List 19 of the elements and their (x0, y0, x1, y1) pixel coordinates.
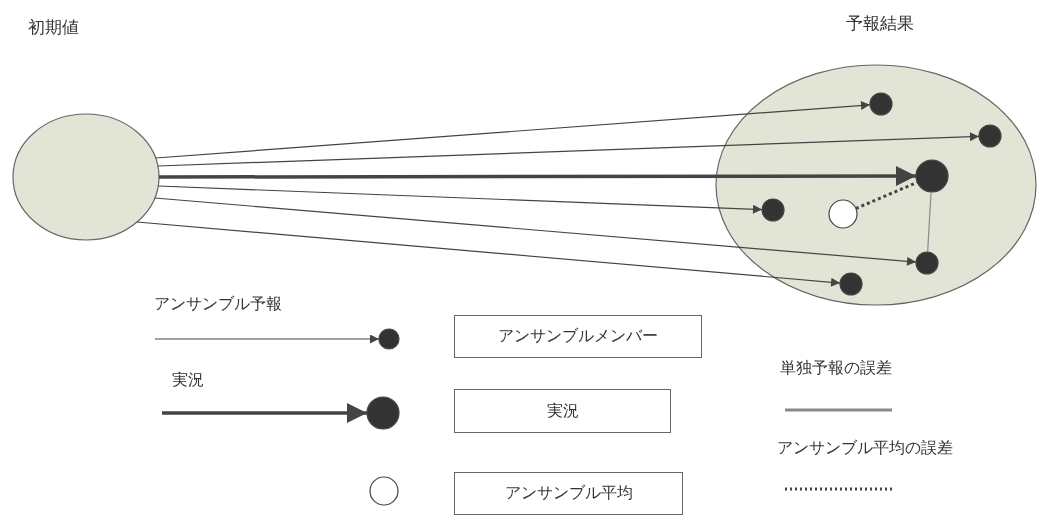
legend-box: 実況 (454, 389, 671, 433)
forecast-arrow (155, 101, 871, 159)
forecast-arrow (157, 132, 980, 167)
arrow-caption: 実況 (172, 370, 204, 391)
forecast-arrow (154, 334, 380, 344)
legend-label: アンサンブル平均の誤差 (777, 438, 953, 459)
heading: 初期値 (28, 16, 79, 39)
legend-box: アンサンブル平均 (454, 472, 683, 515)
legend-box: アンサンブルメンバー (454, 315, 702, 358)
forecast-arrow (162, 403, 367, 423)
legend-label: 単独予報の誤差 (780, 358, 892, 379)
error-line (927, 191, 932, 253)
error-line (855, 180, 918, 210)
forecast-arrow (136, 221, 841, 287)
forecast-arrow (154, 197, 917, 266)
arrow-caption: アンサンブル予報 (154, 294, 282, 315)
forecast-arrow (157, 185, 763, 214)
heading: 予報結果 (846, 12, 914, 35)
forecast-arrow (159, 166, 916, 187)
